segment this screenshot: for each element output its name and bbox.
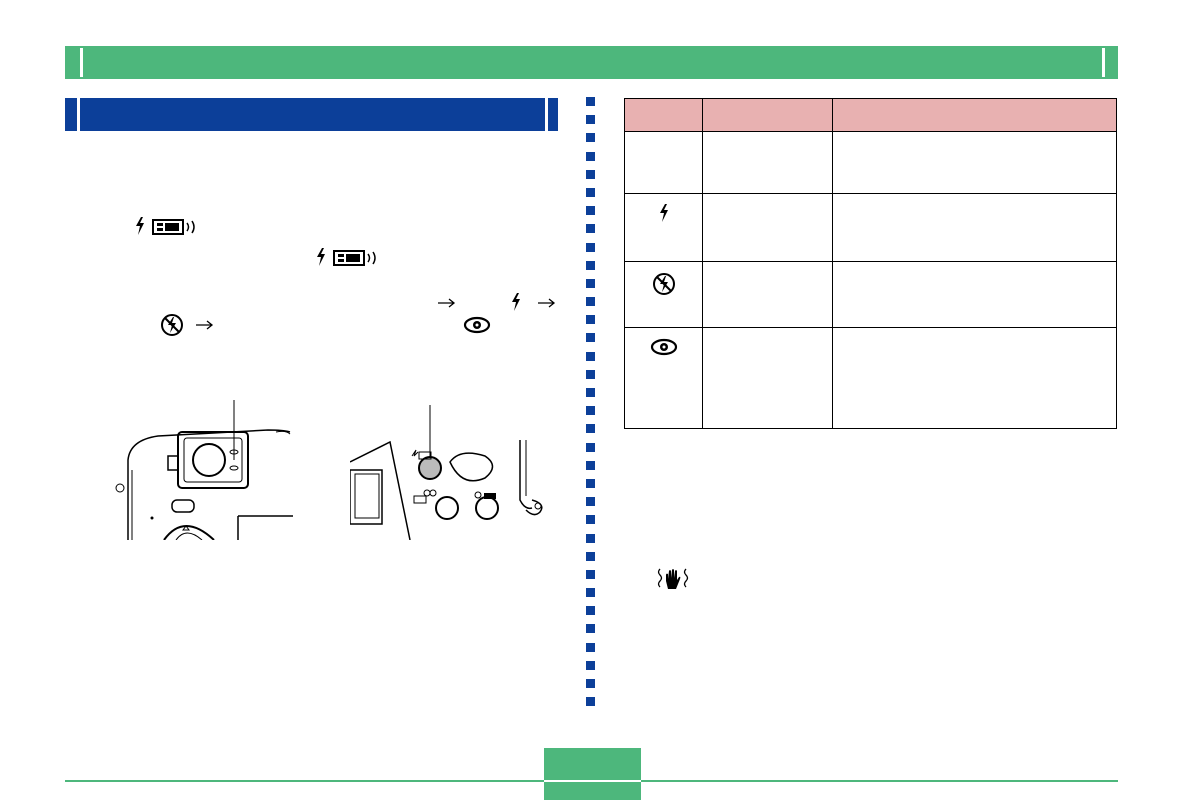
table-cell-description <box>832 327 1117 429</box>
flash-off-icon <box>652 273 675 295</box>
table-row <box>624 131 1117 194</box>
red-eye-reduction-icon <box>463 316 491 334</box>
table-row <box>624 327 1117 429</box>
camera-top-illustration <box>350 405 543 540</box>
table-cell-setting <box>702 261 833 328</box>
flash-bolt-icon <box>659 204 668 222</box>
table-row <box>624 261 1117 328</box>
right-arrow-icon <box>196 320 214 330</box>
right-arrow-icon <box>438 298 456 308</box>
section-heading-bar <box>65 98 558 131</box>
table-cell-setting <box>702 193 833 262</box>
table-cell-description <box>832 131 1117 194</box>
table-cell-description <box>832 193 1117 262</box>
table-header-cell <box>702 98 833 132</box>
table-cell-description <box>832 261 1117 328</box>
red-eye-reduction-icon <box>650 338 677 356</box>
table-cell-icon <box>624 327 703 429</box>
table-header-cell <box>832 98 1117 132</box>
flash-bolt-icon <box>512 293 520 311</box>
flash-off-icon <box>161 314 183 336</box>
flash-mode-button-icon <box>152 219 195 235</box>
camera-shake-hand-icon <box>657 568 689 589</box>
table-row <box>624 193 1117 262</box>
flash-mode-table <box>624 98 1117 429</box>
table-cell-icon <box>624 131 703 194</box>
flash-mode-button-icon <box>333 250 376 266</box>
right-arrow-icon <box>538 298 556 308</box>
flash-bolt-icon <box>317 248 325 266</box>
table-cell-setting <box>702 131 833 194</box>
page-number-tab <box>544 748 641 800</box>
column-separator <box>586 97 595 715</box>
top-banner <box>65 46 1118 79</box>
table-header-row <box>624 98 1117 132</box>
flash-bolt-icon <box>136 217 144 235</box>
table-cell-icon <box>624 261 703 328</box>
table-header-cell <box>624 98 703 132</box>
camera-front-illustration <box>115 400 293 540</box>
table-cell-setting <box>702 327 833 429</box>
table-cell-icon <box>624 193 703 262</box>
